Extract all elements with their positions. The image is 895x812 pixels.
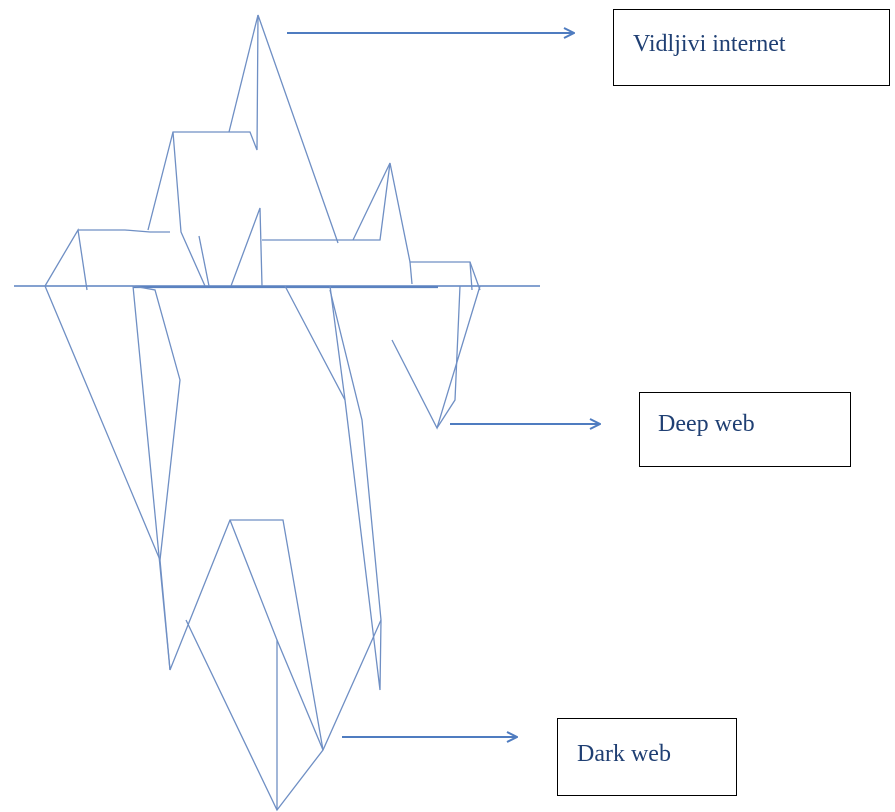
visible-internet-box [613, 9, 890, 86]
dark-web-box [557, 718, 737, 796]
deep-web-label: Deep web [658, 411, 755, 437]
deep-web-box [639, 392, 851, 467]
iceberg-tip [44, 14, 481, 291]
visible-internet-label: Vidljivi internet [633, 31, 786, 57]
iceberg-deep [44, 285, 481, 751]
dark-web-label: Dark web [577, 741, 671, 767]
iceberg-dark [185, 519, 382, 812]
